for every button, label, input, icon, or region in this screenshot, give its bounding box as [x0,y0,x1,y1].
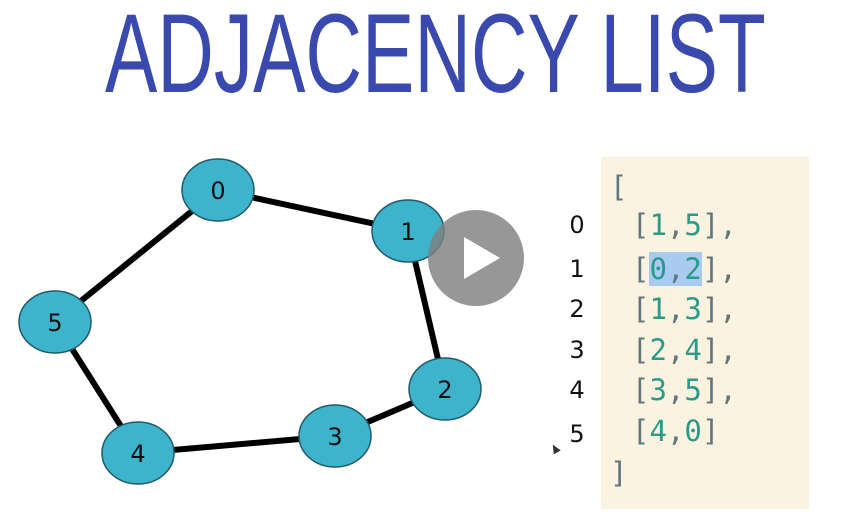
row-end: ], [701,208,737,242]
adjacency-row: [4,0] [632,414,720,448]
graph-node-label: 3 [327,423,342,451]
neighbor-value: 2 [649,333,667,367]
graph-node-2: 2 [408,357,482,421]
row-index: 1 [569,255,585,283]
edge-5-0 [52,187,221,325]
adjacency-row: [2,4], [632,333,737,367]
graph-node-label: 2 [437,376,452,404]
neighbor-value: 4 [684,333,702,367]
row-end: ], [701,252,737,286]
row-end: ] [701,414,720,448]
graph-node-5: 5 [18,290,92,354]
graph-node-3: 3 [298,404,372,468]
neighbor-value: 0 [649,252,667,286]
graph-node-0: 0 [181,158,255,222]
graph-node-label: 0 [210,177,225,205]
row-index: 4 [569,376,585,404]
neighbor-value: 3 [684,292,702,326]
play-button[interactable] [428,210,524,306]
graph-node-label: 1 [400,218,415,246]
neighbor-value: 2 [684,252,702,286]
row-index: 0 [569,211,585,239]
row-index: 2 [569,295,585,323]
adjacency-list-panel [601,157,809,509]
graph-node-1: 1 [371,199,445,263]
adjacency-row: [1,5], [632,208,737,242]
graph-node-label: 5 [47,309,62,337]
neighbor-value: 0 [684,414,702,448]
neighbor-value: 5 [684,208,702,242]
row-index: 3 [569,336,585,364]
neighbor-value: 5 [684,373,702,407]
close-bracket: ] [610,456,628,490]
adjacency-row: [3,5], [632,373,737,407]
graph-node-4: 4 [101,421,175,485]
row-end: ], [701,292,737,326]
open-bracket: [ [610,170,628,204]
neighbor-value: 1 [649,292,667,326]
adjacency-row: [1,3], [632,292,737,326]
row-end: ], [701,373,737,407]
adjacency-row-highlighted: [0,2], [632,252,737,286]
neighbor-value: 3 [649,373,667,407]
neighbor-value: 4 [649,414,667,448]
neighbor-value: 1 [649,208,667,242]
row-end: ], [701,333,737,367]
graph-node-label: 4 [130,440,145,468]
row-index: 5 [569,420,585,448]
play-icon [464,237,500,279]
